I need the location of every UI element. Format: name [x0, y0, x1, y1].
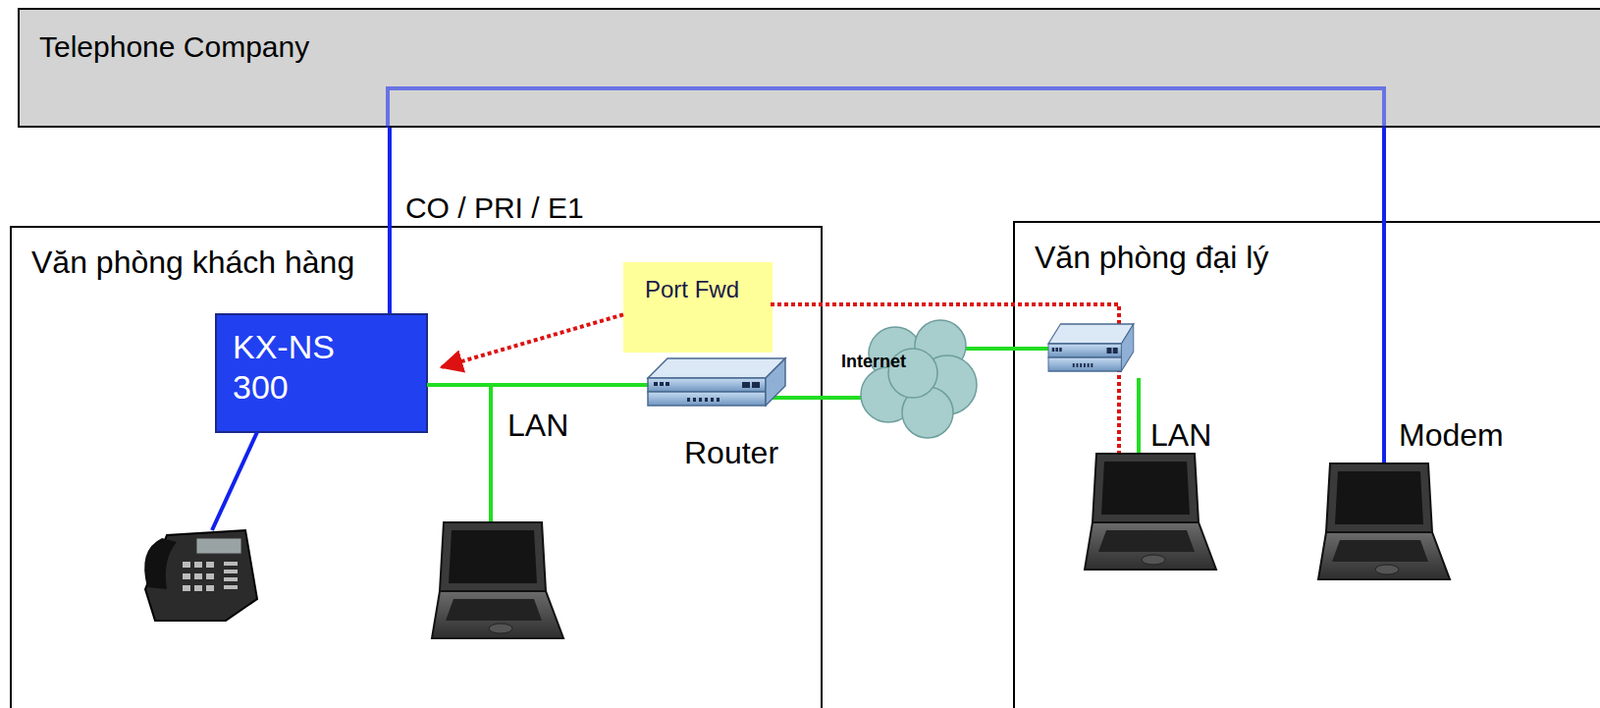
connector: [441, 314, 624, 368]
note-box: Port Fwd: [623, 262, 773, 353]
node-text: Văn phòng đại lý: [1034, 238, 1600, 276]
part-label: Internet: [841, 351, 907, 373]
edge-label: CO / PRI / E1: [405, 191, 585, 225]
connector: [387, 127, 392, 314]
node-text: Văn phòng khách hàng: [31, 243, 821, 281]
node-text: Telephone Company: [39, 29, 1600, 65]
part-label: LAN: [507, 407, 569, 444]
carrier-band: Telephone Company: [17, 7, 1600, 128]
part-label: LAN: [1150, 417, 1212, 454]
part-label: Router: [684, 434, 779, 472]
part-label: Modem: [1398, 417, 1504, 454]
node-text: Port Fwd: [644, 275, 744, 305]
node-text: KX-NS 300: [232, 326, 361, 408]
pbx-box: KX-NS 300: [214, 313, 428, 433]
